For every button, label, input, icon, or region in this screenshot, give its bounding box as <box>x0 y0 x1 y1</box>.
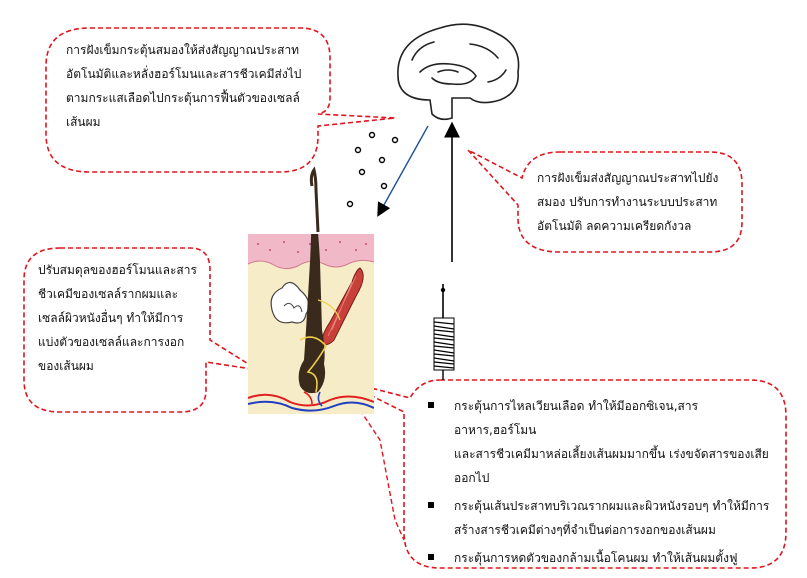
callout-line: ปรับสมดุลของฮอร์โมนและสาร <box>38 263 197 277</box>
callout-local-effects-bubble <box>339 379 787 569</box>
callout-line: อัตโนมัติ ลดความเครียดกังวล <box>537 219 692 233</box>
acupuncture-needle-icon <box>433 284 455 380</box>
callout-brain-effect-text: การฝังเข็มกระตุ้นสมองให้ส่งสัญญาณประสาท … <box>66 38 321 134</box>
callout-line: สร้างสารชีวเคมีต่างๆที่จำเป็นต่อการงอกขอ… <box>454 523 716 537</box>
bullet-icon <box>428 554 434 560</box>
callout-line: ตามกระแสเลือดไปกระตุ้นการฟื้นตัวของเซลล์ <box>66 91 300 105</box>
bullet-icon <box>428 502 434 508</box>
callout-line: และสารชีวเคมีมาหล่อเลี้ยงเส้นผมมากขึ้น เ… <box>454 447 769 461</box>
callout-local-effects-text: กระตุ้นการไหลเวียนเลือด ทำให้มีออกซิเจน,… <box>428 394 773 574</box>
callout-line: ออกไป <box>454 471 490 485</box>
callout-line: การฝังเข็มกระตุ้นสมองให้ส่งสัญญาณประสาท <box>66 43 300 57</box>
bullet-icon <box>428 402 434 408</box>
signal-down-arrow <box>377 125 429 217</box>
callout-line: ของเส้นผม <box>38 359 94 373</box>
callout-line: เซลล์ผิวหนังอื่นๆ ทำให้มีการ <box>38 311 184 325</box>
callout-brain-effect-bubble <box>45 27 396 173</box>
list-item: กระตุ้นการหดตัวของกล้ามเนื้อโคนผม ทำให้เ… <box>428 546 773 570</box>
callout-signal-text: การฝังเข็มส่งสัญญาณประสาทไปยัง สมอง ปรับ… <box>537 166 749 238</box>
callout-line: สมอง ปรับการทำงานระบบประสาท <box>537 195 718 209</box>
callout-signal-bubble <box>467 149 743 253</box>
effects-list: กระตุ้นการไหลเวียนเลือด ทำให้มีออกซิเจน,… <box>428 394 773 570</box>
callout-line: กระตุ้นการหดตัวของกล้ามเนื้อโคนผม ทำให้เ… <box>454 551 738 565</box>
callout-line: อัตโนมัติและหลั่งฮอร์โมนและสารชีวเคมีส่ง… <box>66 67 302 81</box>
callout-line: การฝังเข็มส่งสัญญาณประสาทไปยัง <box>537 171 719 185</box>
callout-line: ชีวเคมีของเซลล์รากผมและ <box>38 287 179 301</box>
callout-line: กระตุ้นการไหลเวียนเลือด ทำให้มีออกซิเจน,… <box>454 399 699 437</box>
brain-icon <box>397 23 520 121</box>
callout-balance-text: ปรับสมดุลของฮอร์โมนและสาร ชีวเคมีของเซลล… <box>38 258 216 378</box>
list-item: กระตุ้นเส้นประสาทบริเวณรากผมและผิวหนังรอ… <box>428 494 773 542</box>
hair-follicle-icon <box>248 166 374 414</box>
list-item: กระตุ้นการไหลเวียนเลือด ทำให้มีออกซิเจน,… <box>428 394 773 490</box>
callout-line: เส้นผม <box>66 115 101 129</box>
callout-balance-bubble <box>23 247 259 413</box>
callout-line: กระตุ้นเส้นประสาทบริเวณรากผมและผิวหนังรอ… <box>454 499 770 513</box>
callout-line: แบ่งตัวของเซลล์และการงอก <box>38 335 185 349</box>
